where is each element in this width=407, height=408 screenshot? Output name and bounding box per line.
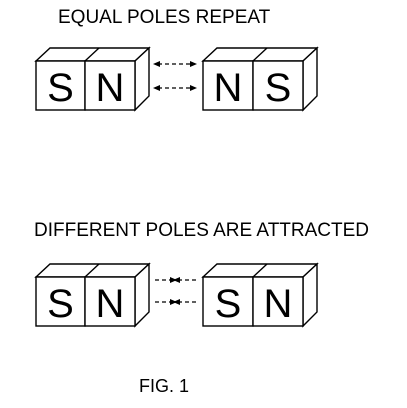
repel-right-magnet: N S — [201, 46, 319, 112]
attract-right-magnet: S N — [201, 262, 319, 328]
repel-left-pole-2: N — [96, 66, 125, 110]
repel-left-magnet: S N — [34, 46, 151, 112]
repel-left-pole-1: S — [47, 66, 74, 110]
figure-caption: FIG. 1 — [139, 376, 189, 396]
repel-heading: EQUAL POLES REPEAT — [58, 7, 271, 28]
repel-arrows — [153, 61, 197, 91]
attract-left-pole-2: N — [96, 282, 125, 326]
attract-arrows — [155, 277, 196, 305]
attract-left-pole-1: S — [47, 282, 74, 326]
attract-heading: DIFFERENT POLES ARE ATTRACTED — [34, 220, 369, 241]
attract-left-magnet: S N — [34, 262, 151, 328]
attract-right-pole-2: N — [264, 282, 293, 326]
repel-right-pole-1: N — [214, 66, 243, 110]
attract-right-pole-1: S — [215, 282, 242, 326]
repel-right-pole-2: S — [265, 66, 292, 110]
